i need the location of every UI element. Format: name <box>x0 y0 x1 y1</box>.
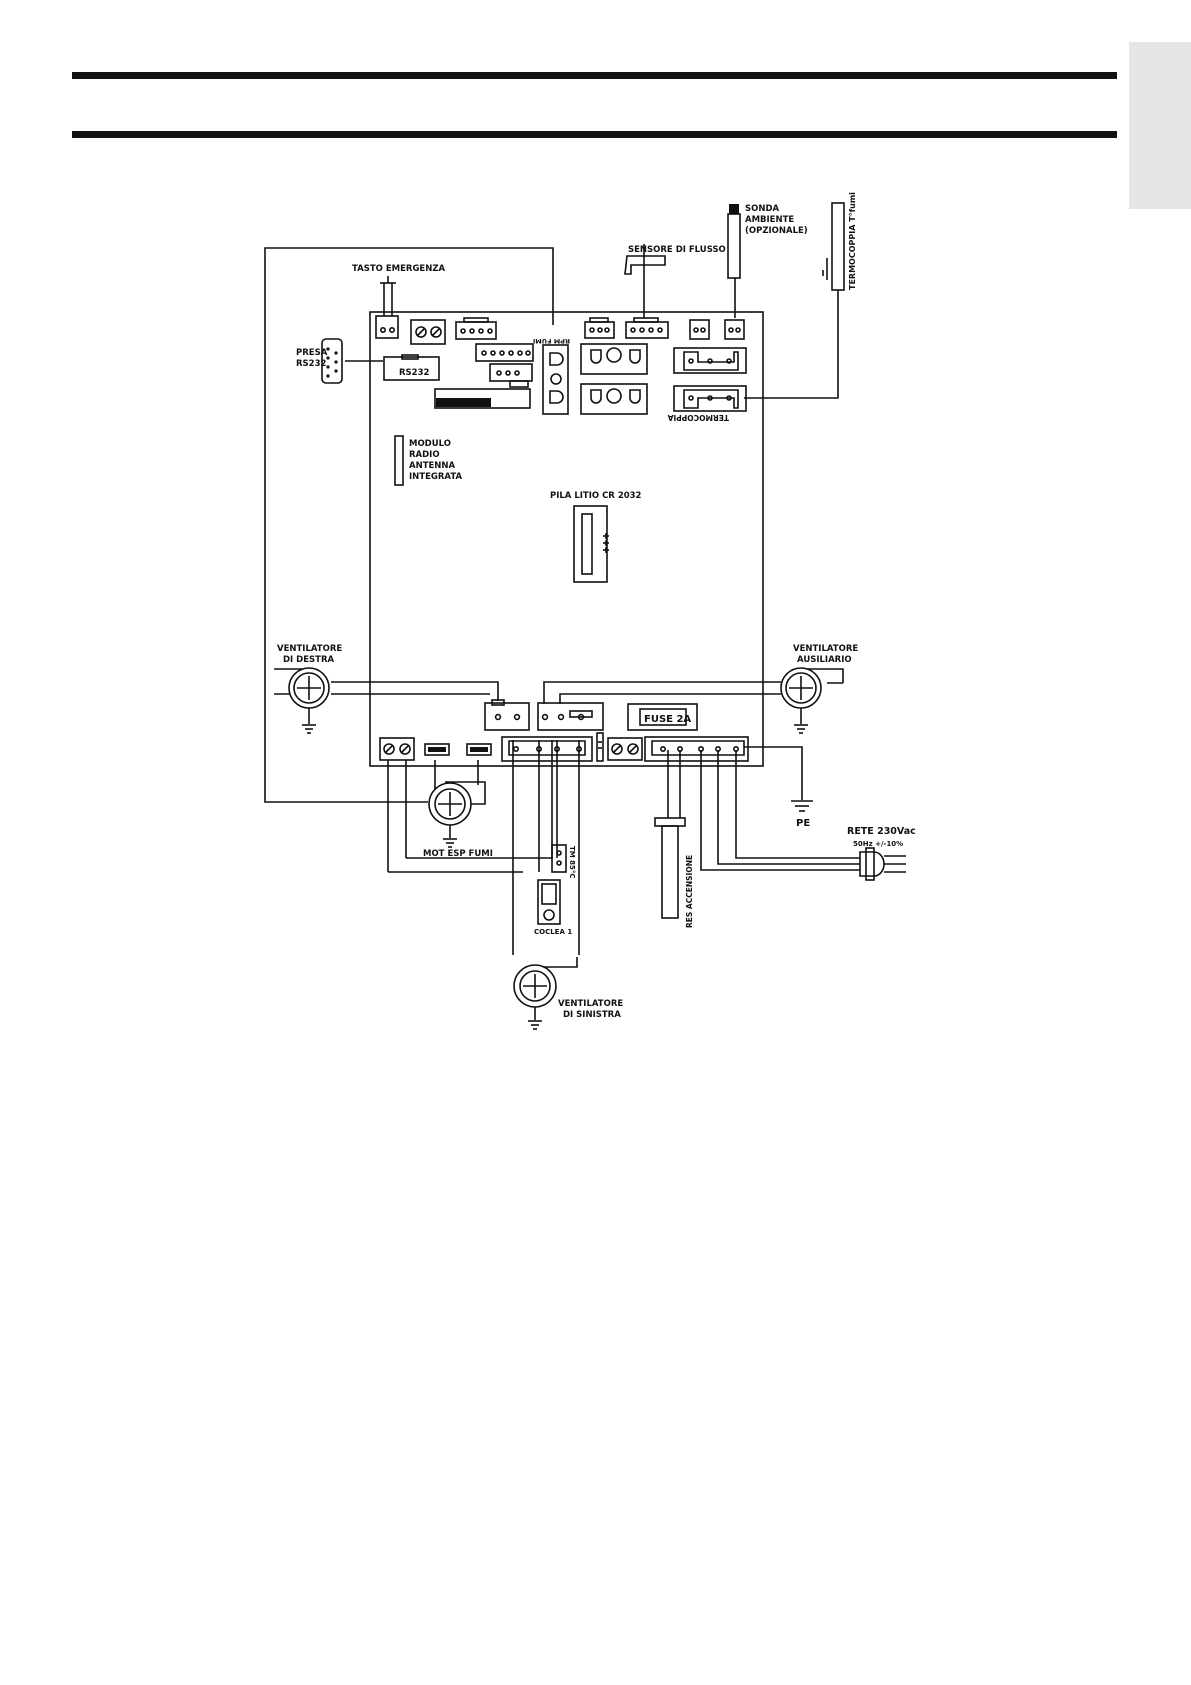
label-res-accensione: RES ACCENSIONE <box>685 855 694 928</box>
control-board <box>369 311 764 767</box>
label-vent-aux-2: AUSILIARIO <box>797 655 852 665</box>
label-coclea: COCLEA 1 <box>534 928 572 936</box>
label-sensore-flusso: SENSORE DI FLUSSO <box>628 245 726 255</box>
label-termocoppia-fumi: TERMOCOPPIA T°fumi <box>848 192 857 290</box>
label-presa-rs232: RS232 <box>296 359 326 369</box>
header-rule-bottom <box>72 131 1117 138</box>
label-integrata: INTEGRATA <box>409 472 462 482</box>
label-rete-hz: 50Hz +/-10% <box>853 840 903 848</box>
label-termocoppia: TERMOCOPPIA <box>667 413 729 422</box>
label-rete: RETE 230Vac <box>847 826 916 837</box>
label-tasto-emergenza: TASTO EMERGENZA <box>352 264 445 274</box>
label-ambiente: AMBIENTE <box>745 215 794 225</box>
diagram-labels: TASTO EMERGENZA SENSORE DI FLUSSO SONDA … <box>277 192 916 1020</box>
label-pe: PE <box>796 818 810 829</box>
label-vent-destra-2: DI DESTRA <box>283 655 335 665</box>
label-sonda: SONDA <box>745 204 780 214</box>
label-vent-sinistra-1: VENTILATORE <box>558 999 623 1009</box>
label-radio: RADIO <box>409 450 440 460</box>
label-vent-sinistra-2: DI SINISTRA <box>563 1010 621 1020</box>
label-antenna: ANTENNA <box>409 461 456 471</box>
label-mot-esp: MOT ESP FUMI <box>423 849 493 859</box>
label-opzionale: (OPZIONALE) <box>745 226 808 236</box>
label-vent-destra-1: VENTILATORE <box>277 644 342 654</box>
label-modulo: MODULO <box>409 439 451 449</box>
label-rpm-fumi: RPM FUMI <box>533 337 570 345</box>
header-rule-top <box>72 72 1117 79</box>
label-vent-aux-1: VENTILATORE <box>793 644 858 654</box>
external-devices <box>274 202 906 1030</box>
external-wiring <box>264 244 860 955</box>
label-presa: PRESA <box>296 348 328 358</box>
label-fuse: FUSE 2A <box>644 714 691 725</box>
label-rs232: RS232 <box>399 368 429 378</box>
page-tab-marker <box>1129 42 1191 209</box>
label-pila: PILA LITIO CR 2032 <box>550 491 642 501</box>
label-tm85: TM 85°C <box>568 846 576 879</box>
board-components <box>375 315 749 762</box>
